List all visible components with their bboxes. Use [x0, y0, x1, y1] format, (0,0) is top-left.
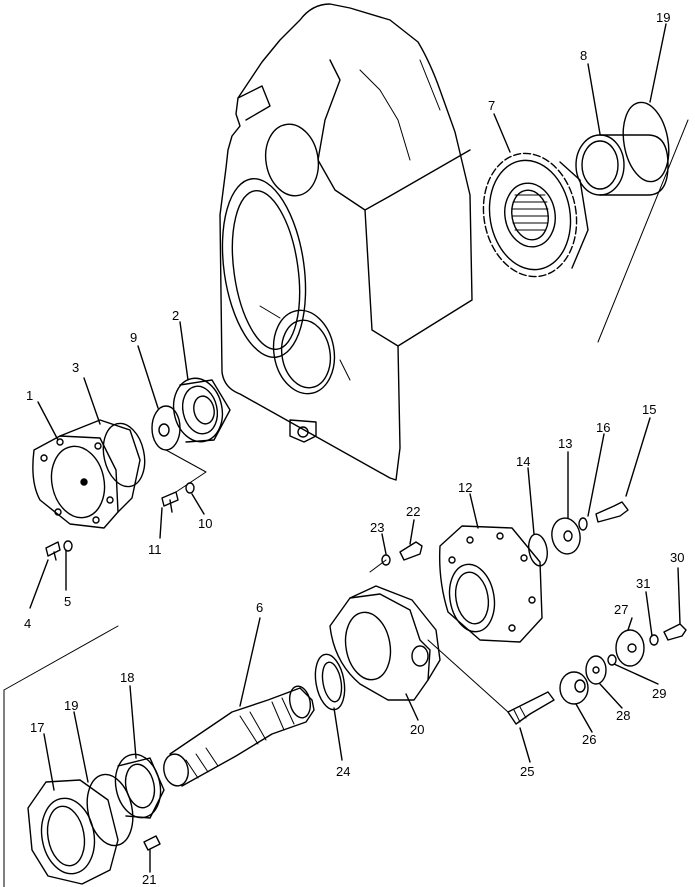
washer-10	[185, 482, 195, 494]
callout-31: 31	[636, 576, 650, 591]
washer-23	[381, 554, 391, 566]
callout-25: 25	[520, 764, 534, 779]
callout-21: 21	[142, 872, 156, 887]
shaft-6	[163, 685, 315, 787]
callout-16: 16	[596, 420, 610, 435]
callout-10: 10	[198, 516, 212, 531]
callout-11: 11	[148, 542, 162, 557]
assembly-line-right	[597, 119, 689, 343]
gear-7	[482, 152, 589, 278]
callout-19-top: 19	[656, 10, 670, 25]
callout-4: 4	[24, 616, 31, 631]
callout-27: 27	[614, 602, 628, 617]
cover-17	[27, 779, 119, 885]
callout-30: 30	[670, 550, 684, 565]
callout-9: 9	[130, 330, 137, 345]
bearing-24	[314, 653, 346, 711]
callout-19-bottom: 19	[64, 698, 78, 713]
o-ring-3	[102, 422, 146, 488]
callout-20: 20	[410, 722, 424, 737]
seal-13	[551, 517, 581, 555]
callout-labels: 1 2 3 4 5 6 7 8 9 10 11 12 13 14 15 16 1…	[24, 10, 684, 887]
callout-15: 15	[642, 402, 656, 417]
bolt-22	[399, 541, 423, 561]
callout-1: 1	[26, 388, 33, 403]
assembly-line-25	[427, 639, 509, 713]
callout-18: 18	[120, 670, 134, 685]
part-28	[585, 655, 607, 685]
leader-lines	[29, 23, 681, 873]
bolt-11	[161, 491, 179, 513]
o-ring-19-top	[622, 101, 670, 183]
shim-9	[151, 405, 181, 451]
part-25	[507, 691, 555, 725]
transmission-housing	[219, 3, 473, 481]
washer-5	[63, 540, 73, 552]
o-ring-14	[528, 533, 548, 567]
cover-1	[32, 419, 141, 529]
callout-17: 17	[30, 720, 44, 735]
callout-5: 5	[64, 594, 71, 609]
bolt-4	[45, 541, 61, 561]
callout-2: 2	[172, 308, 179, 323]
callout-13: 13	[558, 436, 572, 451]
callout-3: 3	[72, 360, 79, 375]
assembly-line-left	[3, 625, 119, 691]
washer-29	[607, 654, 617, 666]
callout-28: 28	[616, 708, 630, 723]
callout-22: 22	[406, 504, 420, 519]
callout-12: 12	[458, 480, 472, 495]
callout-26: 26	[582, 732, 596, 747]
callout-7: 7	[488, 98, 495, 113]
callout-23: 23	[370, 520, 384, 535]
bearing-2	[172, 377, 231, 443]
housing-20	[329, 585, 441, 701]
callout-8: 8	[580, 48, 587, 63]
washer-31	[649, 634, 659, 646]
bearing-18	[114, 753, 165, 819]
callout-24: 24	[336, 764, 350, 779]
part-27	[615, 629, 645, 667]
bolt-30	[663, 623, 687, 641]
flange-12	[439, 525, 543, 643]
callout-29: 29	[652, 686, 666, 701]
bolt-15	[595, 501, 629, 523]
sleeve-8	[575, 134, 669, 196]
washer-16	[578, 517, 588, 531]
callout-14: 14	[516, 454, 530, 469]
pin-21	[143, 835, 161, 851]
part-26	[559, 671, 589, 705]
assembly-line-23	[369, 559, 387, 573]
callout-6: 6	[256, 600, 263, 615]
